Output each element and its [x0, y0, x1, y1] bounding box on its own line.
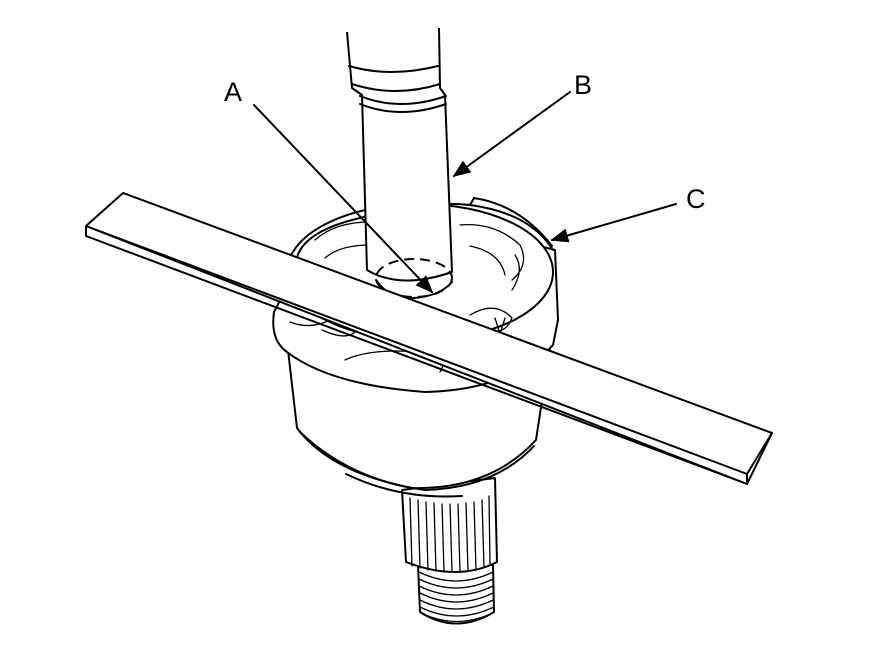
callout-label-a: A — [224, 77, 242, 107]
leader-c — [550, 203, 677, 243]
press-shaft — [346, 27, 453, 282]
callout-label-c: C — [686, 184, 706, 214]
leader-a — [253, 104, 434, 294]
leader-b — [452, 91, 571, 178]
flat-bar — [85, 192, 773, 485]
splined-shaft — [401, 477, 498, 625]
callout-leaders — [253, 91, 677, 294]
callout-label-b: B — [574, 70, 592, 100]
